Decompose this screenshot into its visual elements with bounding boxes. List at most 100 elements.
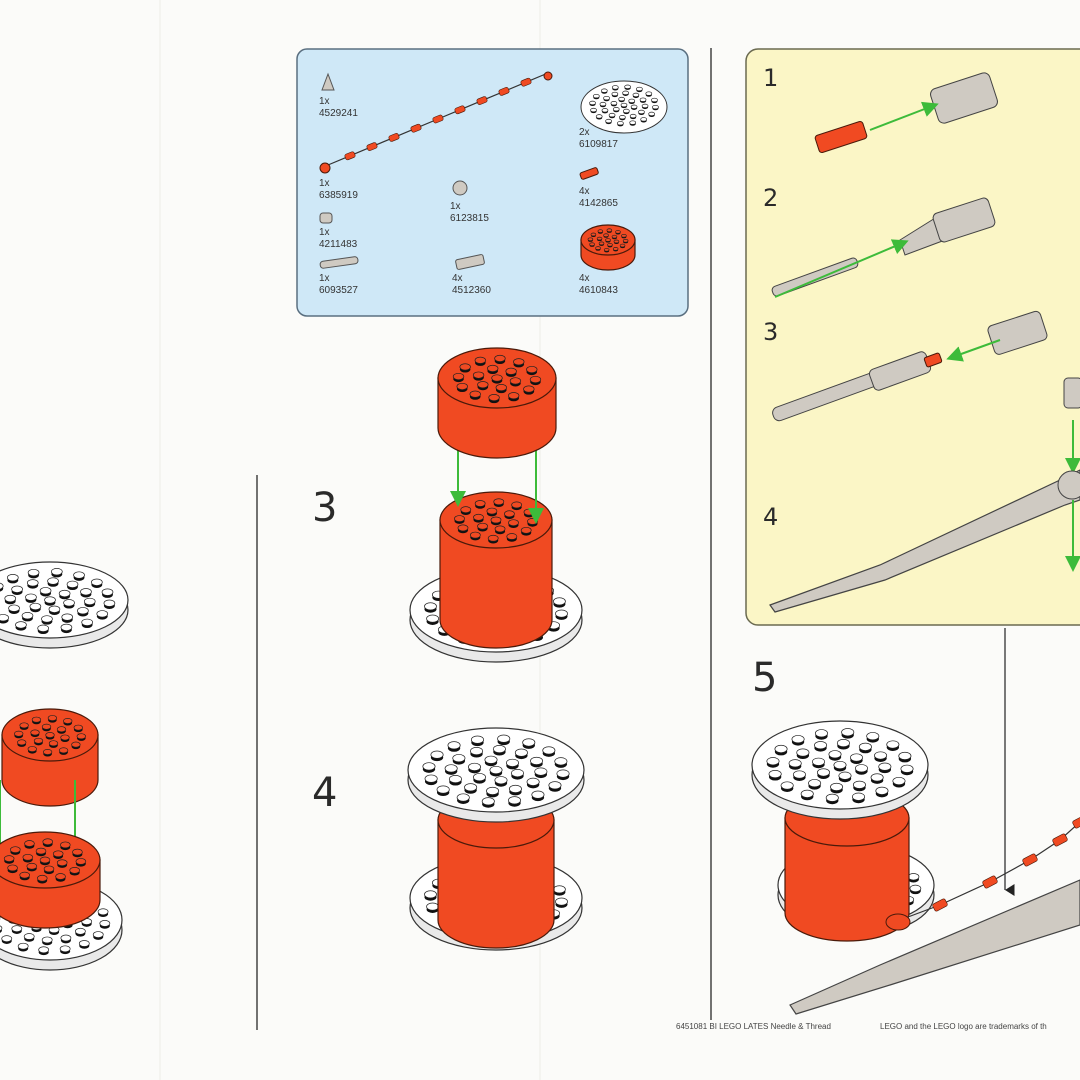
stud-top	[529, 375, 542, 384]
stud-top	[858, 742, 872, 751]
stud	[629, 120, 637, 126]
stud-top	[553, 597, 566, 606]
stud	[875, 786, 889, 798]
stud	[852, 792, 866, 804]
needle-assembly	[769, 469, 1080, 613]
stud	[60, 623, 73, 634]
stud	[66, 580, 79, 591]
stud	[613, 239, 620, 245]
stud	[0, 582, 4, 592]
stud	[56, 859, 68, 868]
stud	[608, 112, 616, 119]
brick-side	[439, 519, 553, 649]
stud-top	[874, 751, 888, 760]
stud	[42, 749, 53, 757]
string-end-stud	[543, 71, 553, 81]
stud	[854, 764, 868, 775]
stud-top	[836, 739, 850, 748]
stud-top	[73, 571, 85, 579]
stud-top	[608, 112, 616, 118]
stud-top	[424, 602, 437, 611]
stud-top	[612, 247, 619, 251]
stud-top	[875, 786, 889, 795]
stud-top	[530, 756, 544, 765]
stud	[41, 723, 52, 732]
stud-top	[47, 577, 59, 585]
string-bead	[432, 114, 444, 124]
stud-top	[640, 117, 648, 122]
stud	[589, 100, 596, 107]
stud-top	[648, 111, 656, 117]
stud-top	[852, 780, 866, 789]
pin-part	[579, 167, 599, 180]
connector-part	[452, 180, 468, 196]
stud-top	[615, 230, 621, 234]
stud-top	[474, 356, 486, 364]
stud-top	[596, 236, 603, 241]
stud	[606, 228, 613, 233]
stud-top	[492, 745, 506, 754]
stud	[531, 790, 545, 802]
stud	[825, 793, 839, 805]
part-qty: 1x	[319, 96, 330, 107]
stud-top	[33, 737, 44, 744]
stud-top	[523, 508, 535, 516]
stud-top	[622, 90, 629, 95]
stud-top	[892, 776, 906, 786]
stud	[836, 739, 850, 750]
stud	[622, 108, 630, 115]
stud-top	[590, 232, 597, 237]
stud-top	[619, 243, 626, 248]
stud	[38, 946, 50, 956]
grey-beam-part	[987, 310, 1048, 355]
stud-top	[481, 797, 495, 806]
stud	[648, 111, 656, 118]
stud-top	[838, 771, 852, 780]
stud	[522, 738, 536, 749]
stud	[55, 873, 66, 882]
stud-top	[592, 93, 600, 99]
stud-top	[497, 734, 511, 743]
stud	[493, 498, 505, 508]
string-bead	[520, 77, 532, 87]
string-bead	[982, 875, 998, 889]
stud-top	[60, 934, 72, 942]
trademark-notice: LEGO and the LEGO logo are trademarks of…	[880, 1022, 1047, 1031]
stud-top	[630, 104, 638, 109]
stud	[97, 908, 109, 918]
stud	[36, 874, 48, 884]
part-number: 4512360	[452, 285, 491, 296]
stud	[19, 871, 30, 881]
stud	[812, 757, 826, 769]
stud-top	[469, 390, 481, 398]
stud-top	[619, 115, 626, 120]
stud-top	[66, 580, 79, 588]
stud-top	[41, 615, 53, 623]
stud	[457, 524, 469, 534]
stud	[23, 933, 35, 942]
stud	[791, 735, 805, 746]
stud-top	[81, 618, 93, 626]
stud-top	[464, 783, 478, 792]
stud-top	[849, 753, 864, 762]
stud-top	[603, 233, 609, 238]
stud-top	[24, 840, 35, 847]
stud-top	[534, 767, 548, 776]
stud	[71, 741, 81, 750]
part-number: 4211483	[319, 239, 358, 250]
stud-top	[489, 765, 503, 775]
string-bead	[1052, 833, 1068, 847]
stud-top	[520, 526, 532, 534]
stud	[7, 574, 19, 584]
stud-top	[424, 890, 437, 899]
stud	[833, 760, 847, 772]
stud-top	[47, 715, 58, 721]
stud	[469, 390, 481, 400]
stud	[42, 838, 54, 847]
stud-top	[487, 534, 499, 542]
stud	[595, 246, 601, 251]
stud-top	[870, 773, 884, 782]
stud	[470, 735, 484, 747]
stud-top	[11, 925, 23, 933]
stud-top	[459, 363, 471, 371]
